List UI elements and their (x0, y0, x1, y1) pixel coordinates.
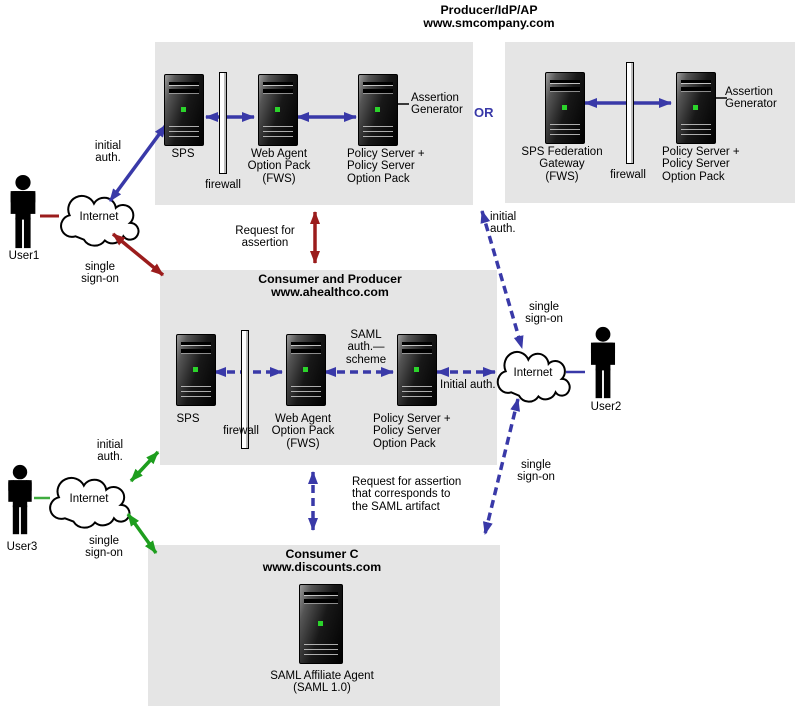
tr-gateway-label: SPS Federation Gateway (FWS) (521, 146, 603, 183)
internet-label: Internet (69, 493, 109, 505)
user1-label: User1 (8, 250, 40, 262)
user1-sso-label: single sign-on (81, 261, 119, 286)
cloud-icon (46, 468, 132, 530)
mid-sps-label: SPS (176, 413, 200, 425)
request-assertion-artifact-label: Request for assertion that corresponds t… (352, 476, 462, 513)
internet-label: Internet (513, 367, 553, 379)
server-icon-mid-webagent (286, 334, 326, 406)
user3-initial-auth-label: initial auth. (96, 439, 124, 464)
consumer-producer-title: Consumer and Producer www.ahealthco.com (258, 272, 402, 300)
tl-assertion-generator-label: Assertion Generator (411, 92, 463, 117)
consumer-c-title: Consumer C www.discounts.com (262, 547, 382, 575)
internet-cloud-user2: Internet (494, 342, 572, 404)
server-icon-mid-sps (176, 334, 216, 406)
server-icon-tl-sps (164, 74, 204, 146)
internet-cloud-user3: Internet (46, 468, 132, 530)
arrow-user3-initial-auth (129, 450, 160, 483)
initial-auth-mid-label: Initial auth. (440, 379, 496, 391)
internet-label: Internet (79, 211, 119, 223)
server-icon-tr-gateway (545, 72, 585, 144)
server-icon-tl-webagent (258, 74, 298, 146)
mid-policy-label: Policy Server + Policy Server Option Pac… (373, 413, 451, 450)
user1-icon (4, 174, 42, 250)
user2-initial-auth-top-label: initial auth. (490, 211, 517, 236)
tl-webagent-label: Web Agent Option Pack (FWS) (247, 148, 311, 185)
server-icon-tl-policy (358, 74, 398, 146)
server-icon-saml-affiliate (299, 584, 343, 664)
mid-webagent-label: Web Agent Option Pack (FWS) (271, 413, 335, 450)
or-label: OR (474, 105, 494, 120)
producer-idp-left-box (155, 42, 473, 205)
user3-icon (2, 462, 38, 538)
server-icon-mid-policy (397, 334, 437, 406)
internet-cloud-user1: Internet (57, 186, 141, 248)
user2-label: User2 (590, 401, 622, 413)
saml-auth-scheme-label: SAML auth.— scheme (345, 329, 387, 366)
user2-sso-top-label: single sign-on (525, 301, 563, 326)
user2-sso-bottom-label: single sign-on (517, 459, 555, 484)
cloud-icon (494, 342, 572, 404)
page-title: Producer/IdP/AP www.smcompany.com (423, 3, 555, 31)
tl-policy-label: Policy Server + Policy Server Option Pac… (347, 148, 425, 185)
mid-firewall-label: firewall (223, 425, 259, 437)
user1-initial-auth-label: initial auth. (94, 140, 122, 165)
firewall-icon-tl (219, 72, 227, 174)
user3-label: User3 (6, 541, 38, 553)
firewall-icon-mid (241, 330, 249, 449)
tr-assertion-generator-label: Assertion Generator (725, 86, 777, 111)
tl-sps-label: SPS (171, 148, 195, 160)
saml-affiliate-agent-label: SAML Affiliate Agent (SAML 1.0) (270, 670, 374, 695)
user3-sso-label: single sign-on (85, 535, 123, 560)
tr-firewall-label: firewall (610, 169, 646, 181)
tr-policy-label: Policy Server + Policy Server Option Pac… (662, 146, 740, 183)
server-icon-tr-policy (676, 72, 716, 144)
tl-firewall-label: firewall (205, 179, 241, 191)
request-assertion-label: Request for assertion (235, 225, 295, 250)
firewall-icon-tr (626, 62, 634, 164)
user2-icon (584, 326, 622, 400)
